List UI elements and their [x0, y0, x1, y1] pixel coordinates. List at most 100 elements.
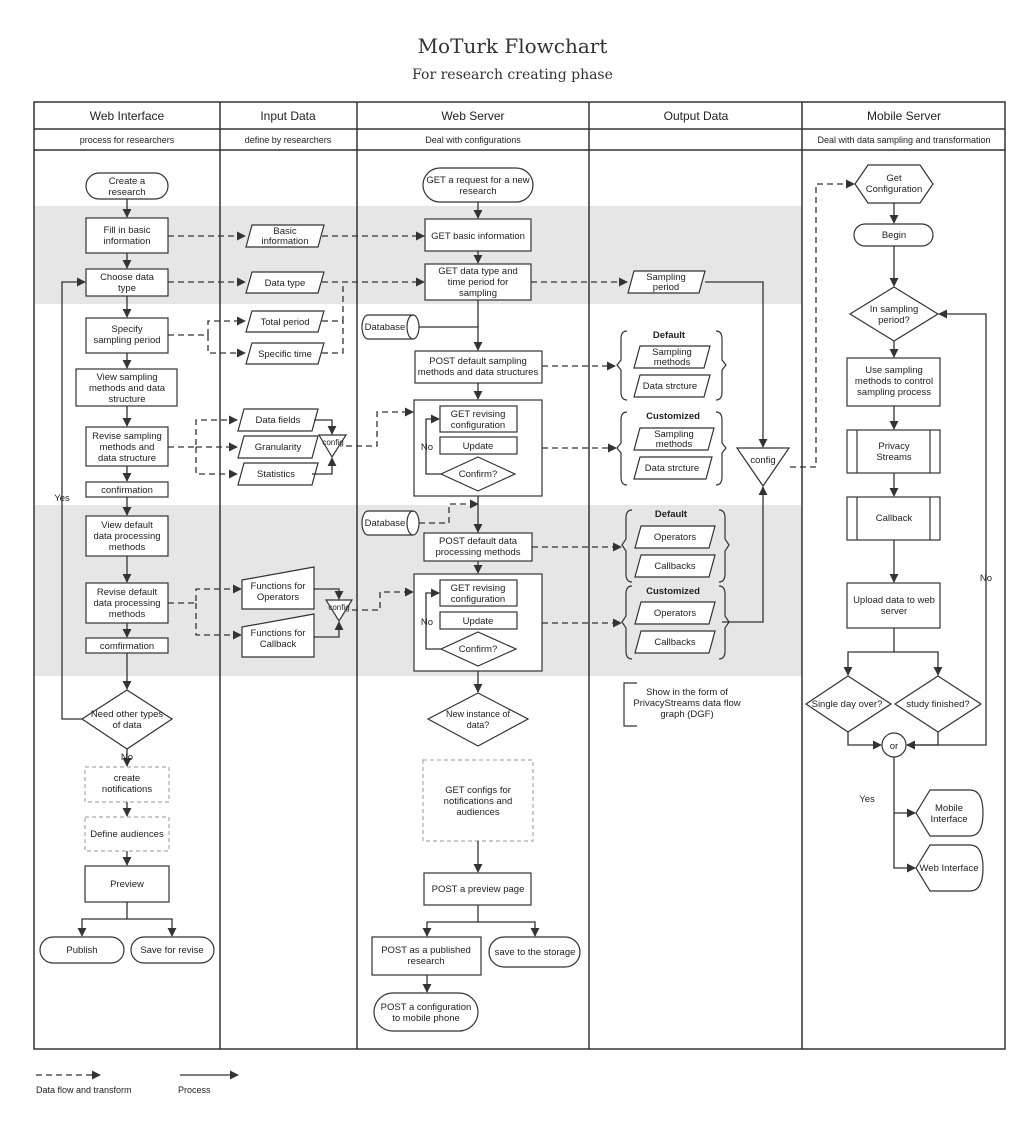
- customized-title-1: Customized: [646, 411, 700, 422]
- page-title: MoTurk Flowchart: [417, 34, 608, 58]
- lane-desc-web-server: Deal with configurations: [425, 135, 521, 145]
- get-basic-info-label: GET basic information: [431, 231, 525, 242]
- callbacks-output-1: [634, 554, 716, 578]
- view-default-processing-box: [85, 515, 169, 557]
- granularity-label: Granularity: [255, 442, 302, 453]
- data-structure-label-2: Data strcture: [645, 463, 699, 474]
- database-cylinder-2-cap: [406, 510, 414, 536]
- revise-default-processing-box: [85, 582, 169, 624]
- revise-sampling-methods-box: [85, 426, 169, 467]
- mobile-interface-display: [915, 789, 984, 837]
- post-published-box: [371, 936, 482, 976]
- publish-terminal: [39, 936, 125, 964]
- callbacks-label-2: Callbacks: [654, 637, 695, 648]
- functions-callback-input: [241, 613, 315, 658]
- operators-label-1: Operators: [654, 532, 696, 543]
- total-period-data: [245, 310, 325, 333]
- data-structure-output-2: [633, 456, 713, 480]
- get-basic-info-box: [424, 218, 532, 252]
- granularity-data: [237, 435, 319, 459]
- confirm-label-2: Confirm?: [459, 644, 498, 655]
- save-storage-label: save to the storage: [495, 947, 576, 958]
- statistics-data: [237, 462, 319, 486]
- sampling-methods-output-1: [633, 345, 711, 369]
- no-label-2: No: [421, 617, 433, 628]
- operators-output-2: [634, 601, 716, 625]
- save-for-revise-terminal: [130, 936, 215, 964]
- callback-process: [846, 496, 941, 541]
- lane-header-web-server: Web Server: [441, 109, 504, 123]
- update-box-2: [439, 611, 518, 630]
- web-interface-label: Web Interface: [920, 863, 979, 874]
- privacy-streams-process: [846, 429, 941, 474]
- lane-desc-web-interface: process for researchers: [80, 135, 175, 145]
- single-day-label: Single day over?: [812, 699, 883, 710]
- sampling-period-output: [627, 270, 706, 294]
- data-fields-label: Data fields: [256, 415, 301, 426]
- default-title-2: Default: [655, 509, 688, 520]
- yes-label-mobile: Yes: [859, 794, 875, 805]
- study-finished-label: study finished?: [906, 699, 969, 710]
- data-structure-output-1: [633, 374, 711, 398]
- get-revising-config-2: [439, 579, 518, 607]
- operators-label-2: Operators: [654, 608, 696, 619]
- use-sampling-methods-box: [846, 357, 941, 407]
- confirmation-label-1: confirmation: [101, 485, 153, 496]
- or-label: or: [890, 741, 898, 752]
- specify-sampling-period-box: [85, 317, 169, 354]
- no-label-1: No: [421, 442, 433, 453]
- preview-box: [84, 865, 170, 903]
- specific-time-label: Specific time: [258, 349, 312, 360]
- update-label-1: Update: [463, 441, 494, 452]
- total-period-label: Total period: [260, 317, 309, 328]
- database-label-1: Database: [365, 322, 406, 333]
- config-merge-1: [317, 434, 348, 459]
- lane-header-input-data: Input Data: [260, 109, 316, 123]
- publish-label: Publish: [66, 945, 97, 956]
- swimlane-frame: [33, 101, 1006, 1050]
- update-box-1: [439, 436, 518, 455]
- callbacks-label-1: Callbacks: [654, 561, 695, 572]
- basic-info-data: [245, 224, 325, 248]
- data-structure-label-1: Data strcture: [643, 381, 697, 392]
- statistics-label: Statistics: [257, 469, 295, 480]
- lane-header-output-data: Output Data: [664, 109, 729, 123]
- confirm-label-1: Confirm?: [459, 469, 498, 480]
- define-audiences-box: [84, 816, 170, 852]
- operators-output-1: [634, 525, 716, 549]
- post-preview-label: POST a preview page: [432, 884, 525, 895]
- page-subtitle: For research creating phase: [412, 67, 613, 83]
- yes-label-web: Yes: [54, 493, 70, 504]
- dgf-note-bracket: [623, 682, 637, 727]
- lane-header-web-interface: Web Interface: [90, 109, 165, 123]
- config-label-2: config: [328, 603, 349, 612]
- lane-header-mobile-server: Mobile Server: [867, 109, 941, 123]
- specific-time-data: [245, 342, 325, 365]
- callbacks-output-2: [634, 630, 716, 654]
- post-preview-box: [423, 872, 532, 906]
